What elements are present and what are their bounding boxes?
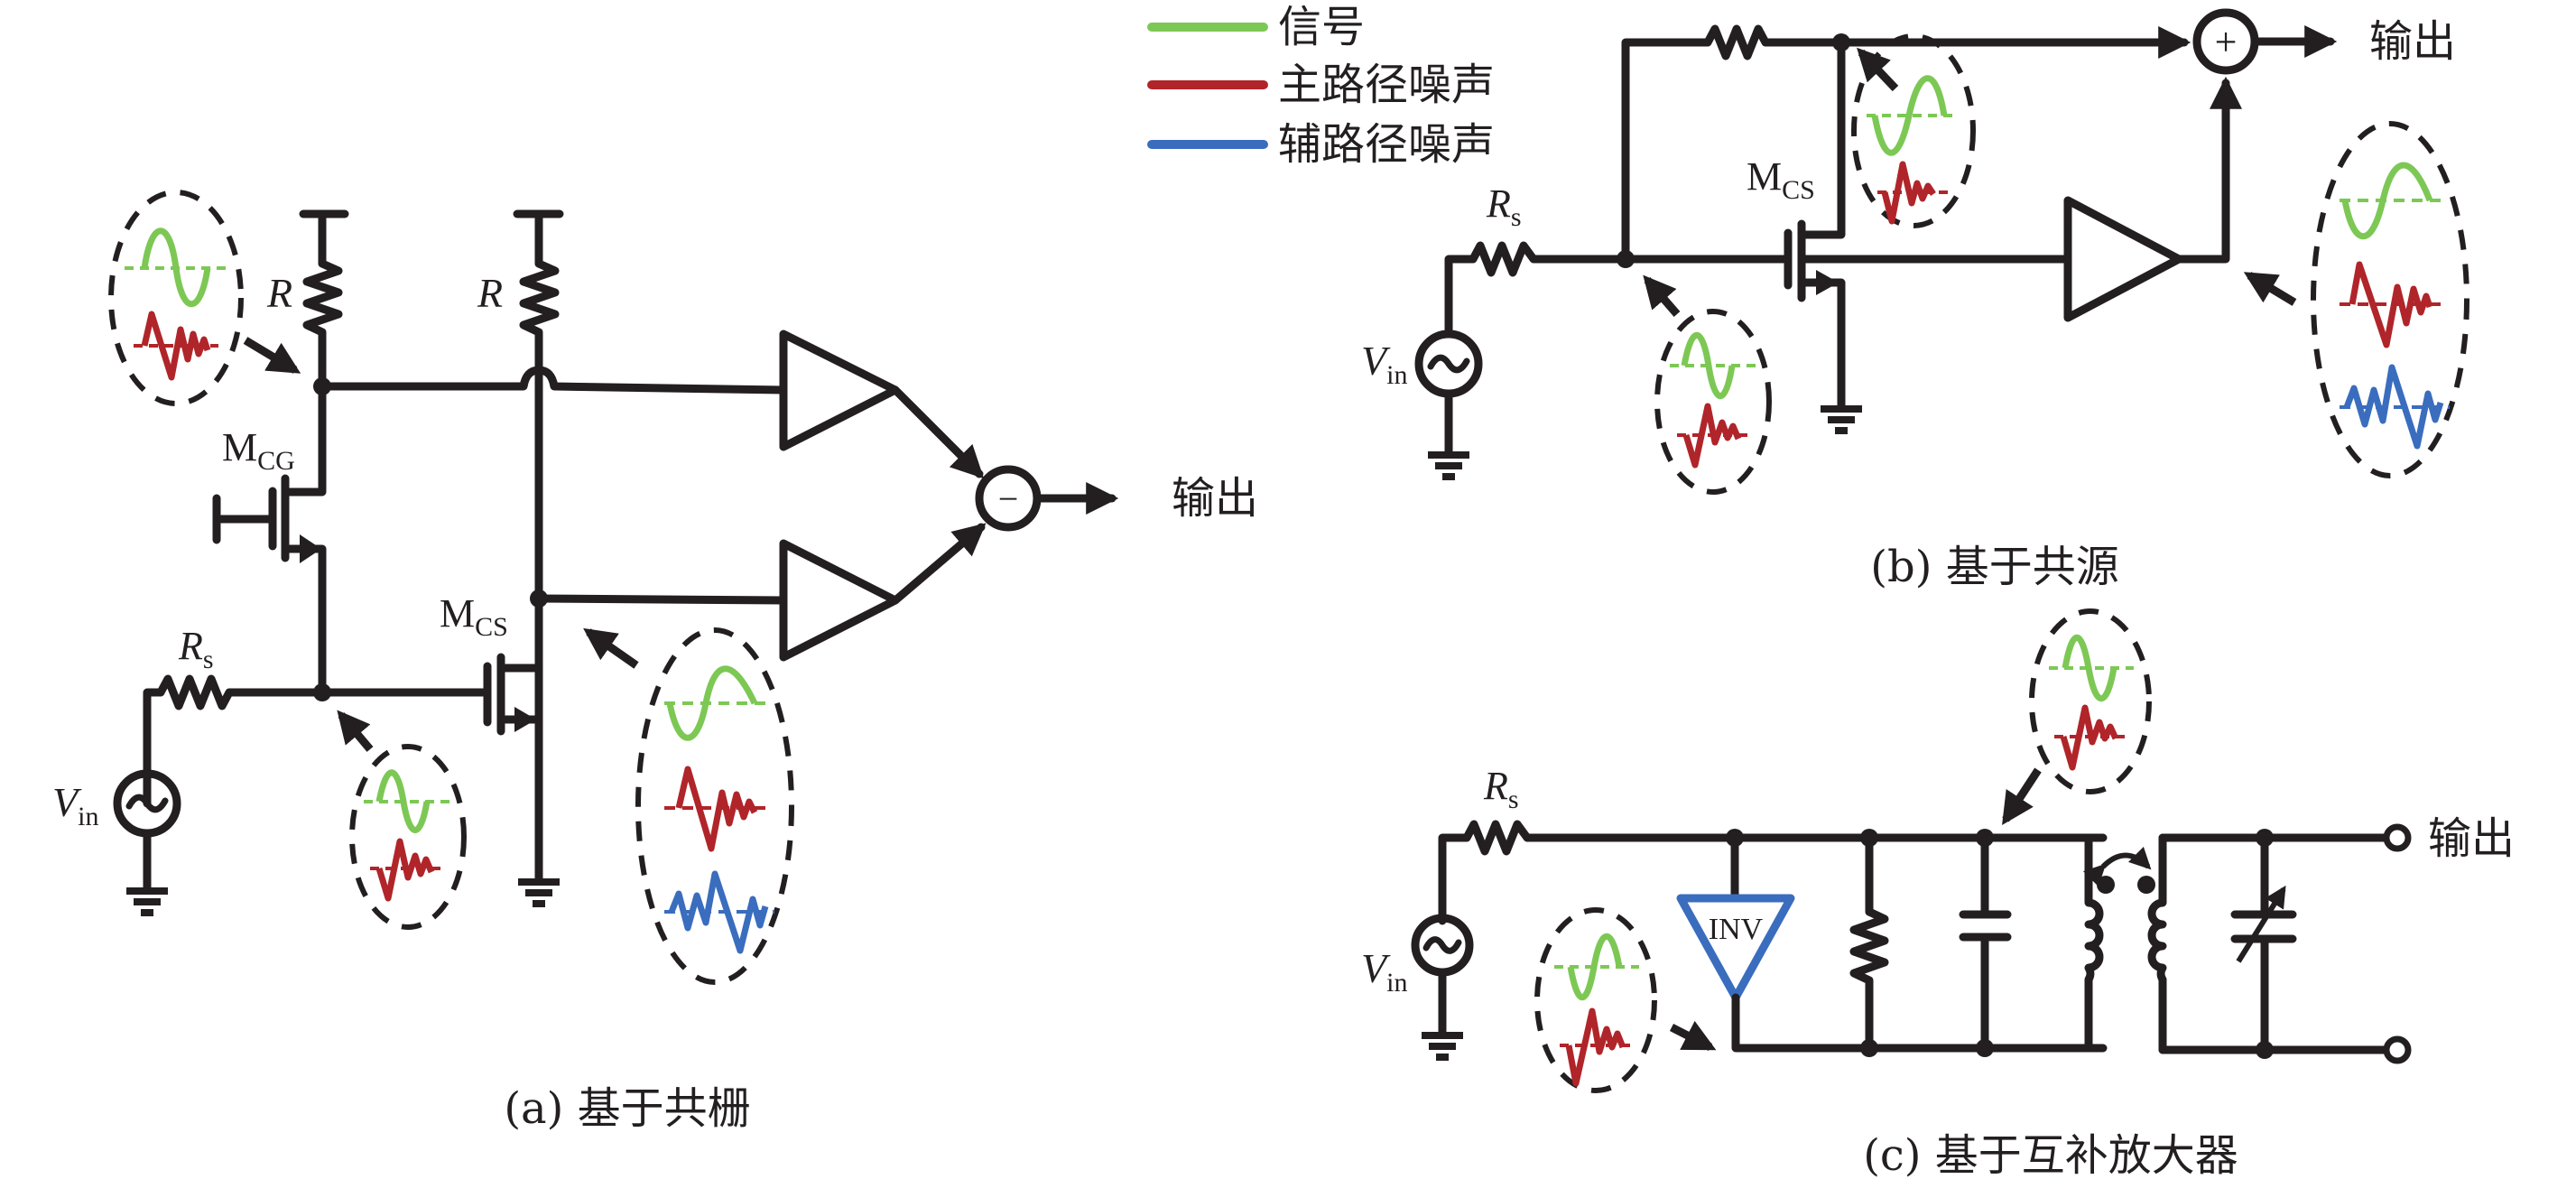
label-mcs: MCS: [440, 591, 508, 642]
tuning-arrow-icon: [2236, 885, 2286, 963]
caption-b: (b) 基于共源: [1870, 542, 2118, 592]
legend-item-main-noise: 主路径噪声: [1147, 60, 1495, 110]
inductor-primary: [2084, 833, 2104, 1053]
spectrum-bubble: [108, 190, 301, 406]
ground-icon: [1821, 405, 1862, 434]
resistor-feedback: [1621, 24, 1846, 264]
arrow-to-subtractor-top: [891, 385, 985, 479]
label-vin: Vin: [1361, 338, 1407, 390]
caption-c: (c) 基于互补放大器: [1863, 1130, 2238, 1179]
label-rs: Rs: [1486, 181, 1522, 232]
wire-mcg-drain: [283, 382, 327, 497]
panel-a-common-gate: R R MCG Rs Vin MCS: [52, 190, 1258, 1134]
label-vin: Vin: [1361, 945, 1407, 998]
mcg-source-arrow-icon: [300, 534, 321, 563]
output-terminal-top: [2383, 823, 2412, 852]
resistor-rs: [143, 674, 327, 808]
legend: 信号 主路径噪声 辅路径噪声: [1147, 2, 1495, 170]
junction-dot: [1617, 250, 1635, 268]
spectrum-bubble: [337, 710, 467, 930]
inductor-secondary: [2147, 833, 2167, 1054]
amplifier-cg-path: [779, 330, 900, 451]
ac-sine-icon: [1422, 936, 1462, 954]
spectrum-bubble: [1534, 907, 1717, 1093]
label-vin: Vin: [52, 779, 98, 831]
resistor-rs: [1444, 241, 1793, 339]
label-mcs: MCS: [1747, 154, 1815, 205]
resistor-shunt: [1849, 833, 1889, 1053]
amplifier-path: [2063, 196, 2183, 322]
panel-c-complementary: Rs Vin INV: [1361, 608, 2515, 1179]
wire-mcs-drain: [498, 594, 543, 673]
variable-capacitor: [2230, 833, 2297, 1054]
spectrum-bubble: [1851, 33, 1976, 228]
mcs-source-arrow-icon: [1816, 270, 1839, 295]
label-r-right: R: [477, 270, 503, 316]
panel-b-common-source: + 输出 Rs Vin MCS: [1361, 8, 2469, 592]
ac-sine-icon: [125, 794, 169, 813]
wire-mcs-source: [498, 715, 543, 885]
spectrum-bubble: [2002, 608, 2152, 826]
spectrum-bubble: [1643, 274, 1772, 495]
ground-icon: [518, 878, 560, 907]
legend-label-main-noise: 主路径噪声: [1278, 60, 1495, 110]
label-output: 输出: [2369, 16, 2456, 67]
label-output: 输出: [2428, 813, 2515, 864]
output-terminal-bottom: [2383, 1035, 2412, 1064]
caption-a: (a) 基于共栅: [504, 1083, 750, 1134]
wire-mcs-drain: [1799, 38, 1846, 239]
capacitor: [1959, 833, 2012, 1053]
resistor-rs: [1438, 820, 2108, 925]
coupling-arrow-icon: [2082, 846, 2152, 887]
label-mcg: MCG: [222, 425, 295, 476]
label-output: 输出: [1172, 473, 1258, 524]
ground-icon: [126, 887, 168, 916]
wire-cs-output: [534, 594, 788, 605]
adder-sign: +: [2215, 20, 2238, 64]
wire-bottom-rail-left: [1731, 993, 2108, 1053]
label-r-left: R: [266, 270, 292, 316]
spectrum-bubble: [583, 627, 794, 985]
ground-icon: [1422, 1032, 1463, 1061]
legend-item-signal: 信号: [1147, 2, 1365, 52]
wire-cg-output: [318, 366, 788, 395]
spectrum-bubble: [2243, 121, 2469, 478]
subtractor-sign: −: [998, 478, 1019, 519]
junction-dots: [1726, 829, 2274, 1059]
resistor-r-right: [519, 209, 560, 853]
mcg-gate-bias: [212, 494, 277, 544]
resistor-r-left: [302, 209, 343, 391]
polarity-dot: [2097, 876, 2115, 894]
ac-sine-icon: [1427, 354, 1470, 374]
legend-label-signal: 信号: [1278, 2, 1365, 52]
mcs-source-arrow-icon: [514, 707, 536, 732]
amplifier-cs-path: [779, 539, 900, 662]
label-rs: Rs: [178, 624, 214, 674]
junction-dot: [530, 590, 548, 608]
legend-item-aux-noise: 辅路径噪声: [1147, 119, 1495, 170]
arrow-to-subtractor-bottom: [891, 523, 987, 605]
wire-mcs-source: [1799, 278, 1846, 412]
label-inverter: INV: [1709, 913, 1764, 946]
legend-label-aux-noise: 辅路径噪声: [1278, 119, 1495, 170]
wire-mcg-source: [283, 544, 327, 700]
label-rs: Rs: [1483, 764, 1519, 814]
arrow-to-adder-bottom: [2174, 76, 2242, 264]
polarity-dot: [2137, 876, 2155, 894]
inverter-path: [1676, 894, 1795, 1002]
ground-icon: [1428, 451, 1469, 480]
